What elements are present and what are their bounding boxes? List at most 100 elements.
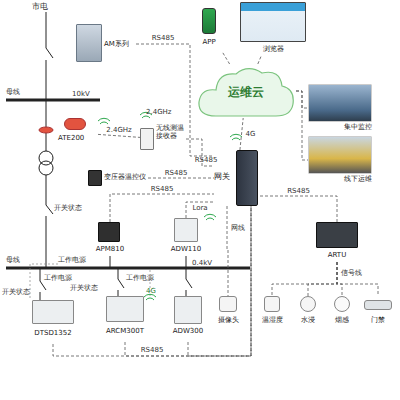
node-text: 烟感 xyxy=(326,316,358,324)
power-supply-wire xyxy=(30,264,58,300)
sensor-device: 温湿度 xyxy=(256,296,288,332)
node-text: ARTU xyxy=(314,251,360,259)
meter-device: APM810 xyxy=(88,222,132,256)
device-icon xyxy=(88,170,102,186)
dashed-connector xyxy=(110,194,214,222)
transformer-symbol xyxy=(39,161,53,175)
sensor-device: 水浸 xyxy=(292,296,324,332)
dashed-connector xyxy=(260,196,337,222)
rtu-device: ARTU xyxy=(314,222,360,262)
edge-label: 信号线 xyxy=(341,269,362,277)
node-text: ARCM300T xyxy=(98,327,152,335)
meter-device: ARCM300T xyxy=(98,296,152,342)
node-text: 集中监控 xyxy=(308,123,372,131)
node-text: DTSD1352 xyxy=(26,329,80,337)
branch-wire xyxy=(118,268,119,279)
free-label: 10kV xyxy=(72,90,90,98)
sensor-device: 摄像头 xyxy=(212,296,244,332)
controller-device: 变压器温控仪 xyxy=(88,168,148,188)
dashed-connector xyxy=(222,51,230,64)
wireless-symbol xyxy=(230,134,242,140)
free-label: 工作电源 xyxy=(44,274,72,282)
node-text: APP xyxy=(196,38,222,46)
edge-label: RS485 xyxy=(287,187,310,195)
dashed-connector xyxy=(337,262,378,296)
busbar-04kv xyxy=(6,267,250,270)
feeder-wire xyxy=(46,175,47,205)
free-label: 工作电源 xyxy=(126,274,154,282)
free-label: 开关状态 xyxy=(70,284,98,292)
node-text: 摄像头 xyxy=(212,316,244,324)
free-label: 开关状态 xyxy=(54,204,82,212)
edge-label: RS485 xyxy=(165,169,188,177)
feeder-wire xyxy=(46,60,47,100)
node-text: 变压器温控仪 xyxy=(104,173,148,181)
node-text: AM系列 xyxy=(104,40,136,48)
edge-label: RS485 xyxy=(151,185,174,193)
dashed-connector xyxy=(98,134,140,137)
node-text: 浏览器 xyxy=(240,45,306,53)
node-text: ATE200 xyxy=(58,134,98,142)
device-icon xyxy=(140,128,154,150)
meter-wire xyxy=(110,256,111,268)
device-icon xyxy=(174,218,198,242)
free-label: 母线 xyxy=(6,88,20,96)
device-icon xyxy=(106,296,144,322)
device-icon xyxy=(308,136,372,174)
node-text: APM810 xyxy=(88,245,132,253)
meter-device: ADW110 xyxy=(166,218,206,256)
free-label: 市电 xyxy=(32,2,48,11)
wireless-symbol xyxy=(144,294,156,300)
edge-label: 2.4GHz xyxy=(106,126,132,134)
meter-wire xyxy=(186,256,187,268)
branch-wire xyxy=(40,292,41,300)
feeder-wire xyxy=(46,12,47,48)
device-icon xyxy=(334,296,350,312)
edge-label: RS485 xyxy=(141,346,164,354)
breaker-symbol xyxy=(40,281,46,290)
busbar-10kv xyxy=(6,99,100,102)
sensor-device: ATE200 xyxy=(58,118,98,148)
device-icon xyxy=(174,296,202,324)
dashed-connector xyxy=(272,262,337,296)
free-label: 工作电源 xyxy=(58,256,86,264)
free-label: 2.4GHz xyxy=(146,108,172,116)
free-label: 4G xyxy=(146,287,156,295)
node-text: 网关 xyxy=(214,172,235,181)
feeder-wire xyxy=(46,100,47,151)
sensor-device: 门禁 xyxy=(360,296,396,332)
relay-device: AM系列 xyxy=(76,24,136,64)
node-text: ADW110 xyxy=(166,245,206,253)
receiver-device: 无线测温接收器 xyxy=(140,122,186,156)
dashed-connector xyxy=(186,202,214,218)
node-text: 线下运维 xyxy=(308,175,372,183)
dashed-connector xyxy=(296,91,308,160)
photo-node: 线下运维 xyxy=(308,136,372,184)
device-icon xyxy=(364,300,392,310)
device-icon xyxy=(76,24,102,62)
dashed-connector xyxy=(258,56,261,64)
device-icon xyxy=(300,296,316,312)
device-icon xyxy=(219,296,237,312)
ct-sensor xyxy=(39,127,53,133)
branch-wire xyxy=(186,268,187,279)
device-icon xyxy=(32,300,74,324)
breaker-symbol xyxy=(186,279,192,288)
free-label: 母线 xyxy=(6,256,20,264)
node-text: 门禁 xyxy=(360,316,396,324)
device-icon xyxy=(64,118,86,130)
switch-symbol xyxy=(46,48,53,58)
node-text: 水浸 xyxy=(292,316,324,324)
sensor-device: 烟感 xyxy=(326,296,358,332)
edge-label: 网线 xyxy=(231,224,245,232)
device-icon xyxy=(316,222,358,248)
edge-label: Lora xyxy=(192,204,207,212)
app-phone: APP xyxy=(196,8,222,52)
dashed-connector xyxy=(240,118,243,150)
wireless-symbol xyxy=(98,118,110,124)
dashed-connector xyxy=(308,262,337,296)
feeder-wire xyxy=(46,216,47,268)
free-label: 0.4kV xyxy=(192,259,212,267)
